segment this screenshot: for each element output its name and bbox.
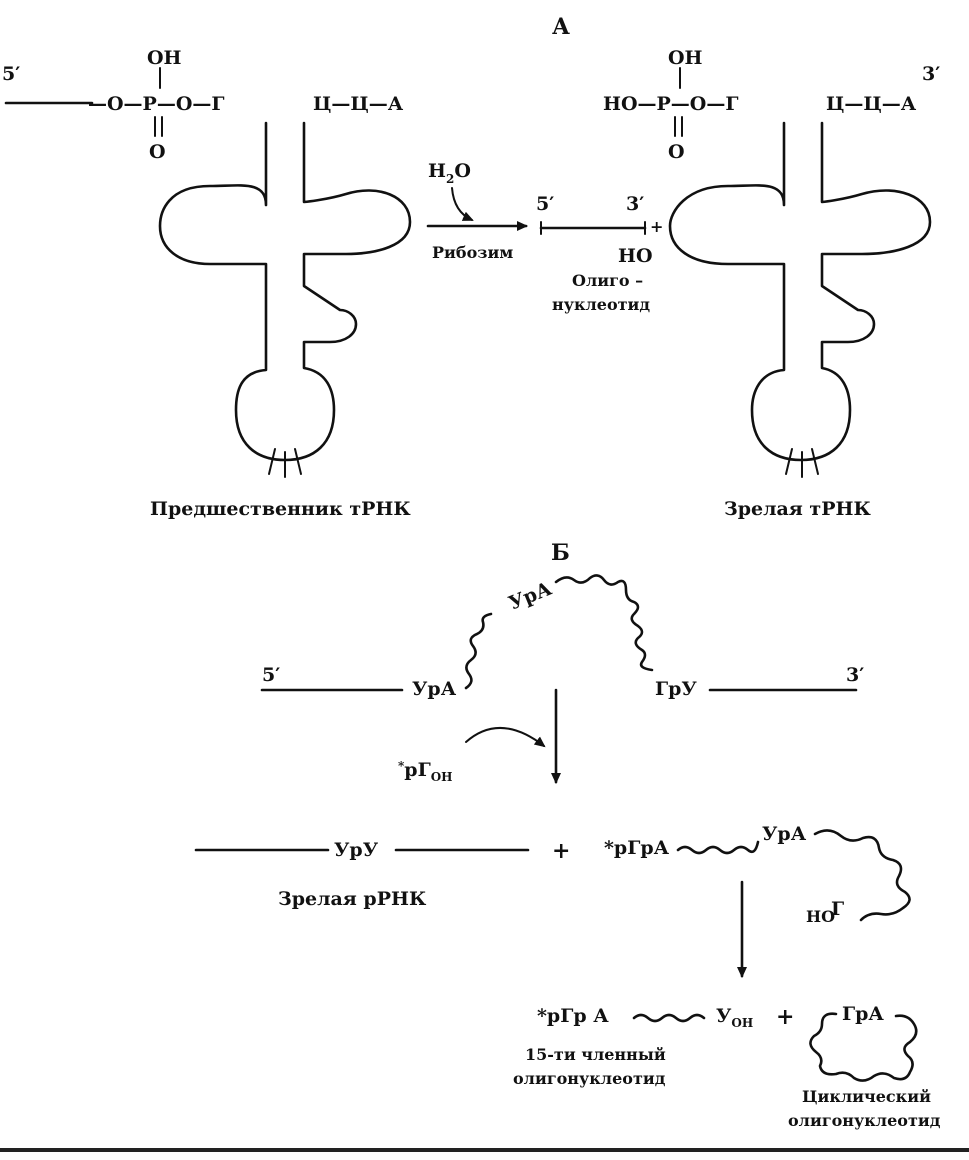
panel-a-title: А [552, 14, 570, 40]
intron-wavy-right [554, 574, 654, 672]
phosphodiester-chain: —O—P—O—Г [88, 93, 225, 115]
plus-sign-c: + [776, 1004, 794, 1030]
ribozyme-label: Рибозим [432, 243, 513, 262]
three-prime-label-right: 3′ [922, 63, 940, 85]
cca-end-label: Ц—Ц—А [313, 93, 404, 115]
linear-oligo-start: *рГр А [537, 1005, 609, 1027]
precursor-trna: 5′ OH —O—P—O—Г O Ц—Ц—А Предшественник тР… [2, 47, 411, 520]
anticodon-tick-right-1 [785, 448, 793, 475]
cyclic-oligo-caption-2: олигонуклеотид [788, 1111, 941, 1130]
rrna-three-prime: 3′ [846, 664, 864, 686]
intron-ho-label: НО [806, 907, 835, 926]
cca-end-label-right: Ц—Ц—А [826, 93, 917, 115]
trna-cloverleaf-outline [158, 121, 412, 462]
trna-cloverleaf-outline-right [668, 121, 932, 462]
upu-junction-label: УрУ [334, 839, 379, 861]
plus-sign: + [650, 217, 663, 236]
guanosine-attack-arrow [465, 727, 546, 748]
oligo-five-prime: 5′ [536, 193, 554, 215]
released-oligonucleotide: 5′ 3′ + HO Олиго – нуклеотид [536, 193, 663, 314]
linear-oligo-u-label: УОН [716, 1005, 753, 1030]
cyclic-oligo-caption-1: Циклический [802, 1087, 931, 1106]
rrna-five-prime: 5′ [262, 664, 280, 686]
oligo-caption-line2: нуклеотид [552, 295, 650, 314]
oligo-ho-label: HO [618, 245, 653, 267]
hydroxyl-label: OH [147, 47, 182, 69]
cyclization-products: *рГр А УОН + 15-ти членный олигонуклеоти… [513, 1003, 941, 1130]
page-bottom-rule [0, 1148, 969, 1152]
phosphate-chain-right: HO—P—O—Г [603, 93, 738, 115]
cyclic-oligo-gpa-label: ГрА [842, 1003, 884, 1025]
water-curved-arrow [451, 187, 474, 221]
intron-upa-label: УрА [762, 823, 807, 845]
five-prime-label: 5′ [2, 63, 20, 85]
ribozyme-cleavage-step: H2O Рибозим [426, 160, 528, 262]
plus-sign-b: + [552, 838, 570, 864]
linear-oligo-wavy [632, 1013, 706, 1023]
gpu-splice-site: ГрУ [655, 678, 697, 700]
oligo-caption-line1: Олиго – [572, 271, 643, 290]
anticodon-tick-right-3 [811, 448, 819, 475]
mature-trna: OH HO—P—O—Г O Ц—Ц—А 3′ Зрелая тРНК [603, 47, 940, 520]
upa-splice-site-left: УрА [412, 678, 457, 700]
precursor-trna-caption: Предшественник тРНК [150, 498, 411, 520]
intron-wavy-segment [676, 840, 760, 855]
oxygen-label-right: O [668, 141, 685, 163]
intron-wavy-tail [813, 829, 911, 922]
oxygen-label: O [149, 141, 166, 163]
linear-oligo-caption-1: 15-ти членный [525, 1045, 666, 1064]
intron-wavy-left [464, 612, 493, 690]
cyclic-oligo-ring [809, 1012, 918, 1082]
mature-trna-caption: Зрелая тРНК [724, 498, 871, 520]
water-label: H2O [428, 160, 471, 186]
anticodon-tick-1 [268, 448, 276, 475]
oligo-three-prime: 3′ [626, 193, 644, 215]
intron-start-label: *рГрА [604, 837, 670, 859]
guanosine-cofactor-label: *рГОН [398, 759, 452, 784]
precursor-rrna: 5′ УрА УрА ГрУ 3′ [260, 574, 864, 700]
upa-intron-top: УрА [506, 577, 556, 614]
panel-b-title: Б [551, 540, 570, 566]
linear-oligo-caption-2: олигонуклеотид [513, 1069, 666, 1088]
anticodon-tick-3 [294, 448, 302, 475]
mature-rrna-caption: Зрелая рРНК [278, 888, 427, 910]
intron-g-label: Г [831, 898, 844, 920]
spliced-products: УрУ Зрелая рРНК + *рГрА УрА НО Г [194, 823, 911, 926]
hydroxyl-label-right: OH [668, 47, 703, 69]
